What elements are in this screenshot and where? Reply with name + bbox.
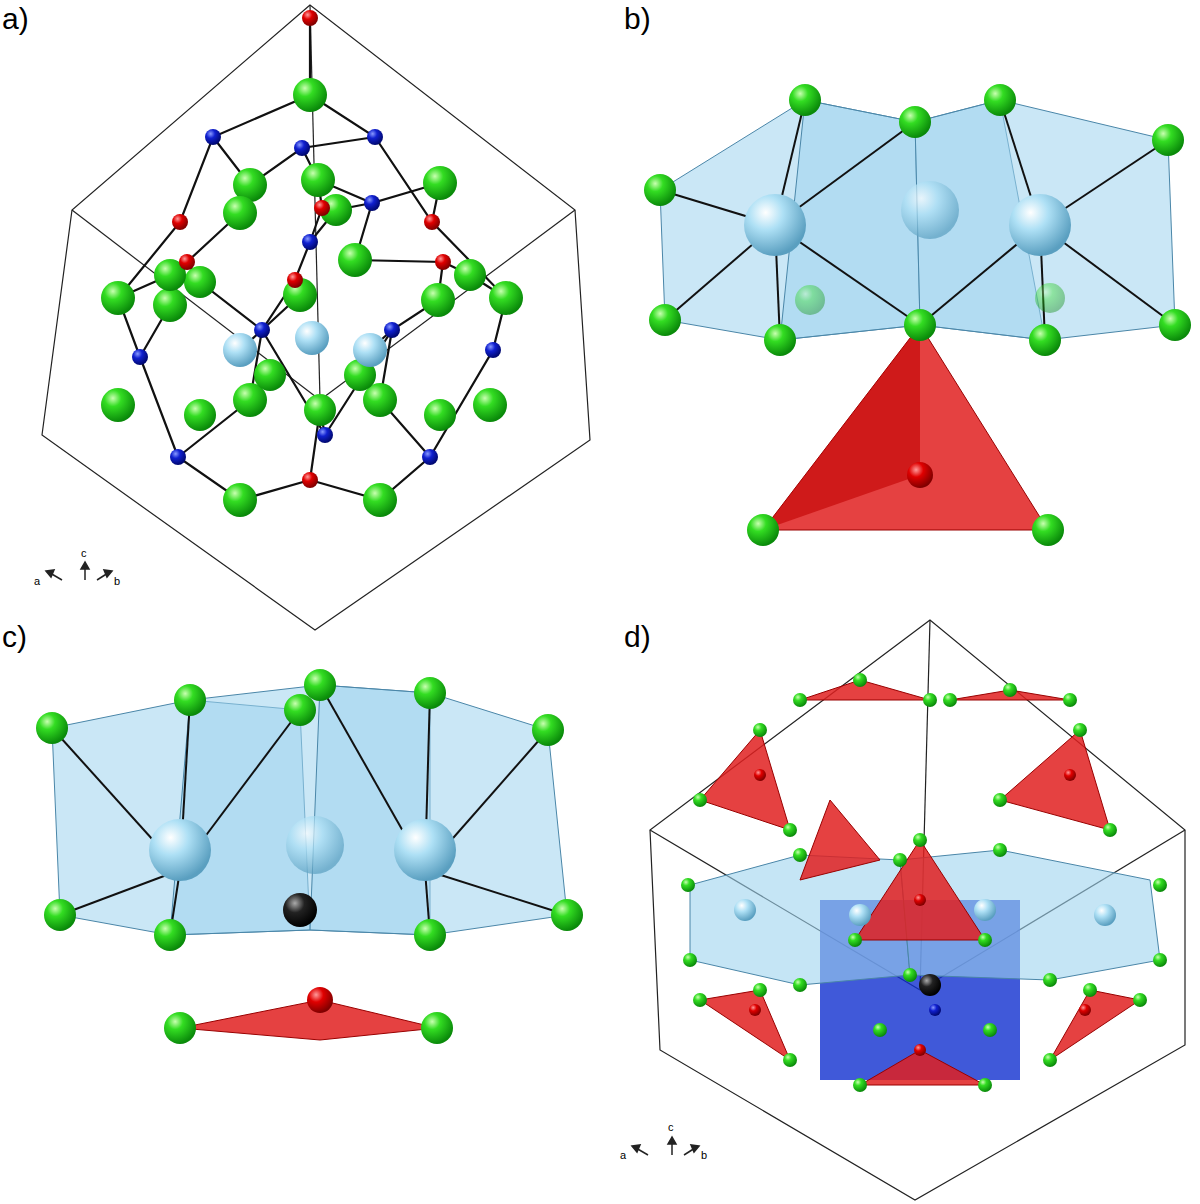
panel-label: a) xyxy=(2,4,29,34)
axis-label: a xyxy=(34,576,40,587)
axis-label: c xyxy=(81,548,87,559)
axis-label: b xyxy=(114,576,120,587)
panel-label: c) xyxy=(2,622,27,652)
axis-label: a xyxy=(620,1150,626,1161)
panel-label: d) xyxy=(624,622,651,652)
axis-label: c xyxy=(668,1122,674,1133)
panel-label: b) xyxy=(624,4,651,34)
axis-label: b xyxy=(701,1150,707,1161)
